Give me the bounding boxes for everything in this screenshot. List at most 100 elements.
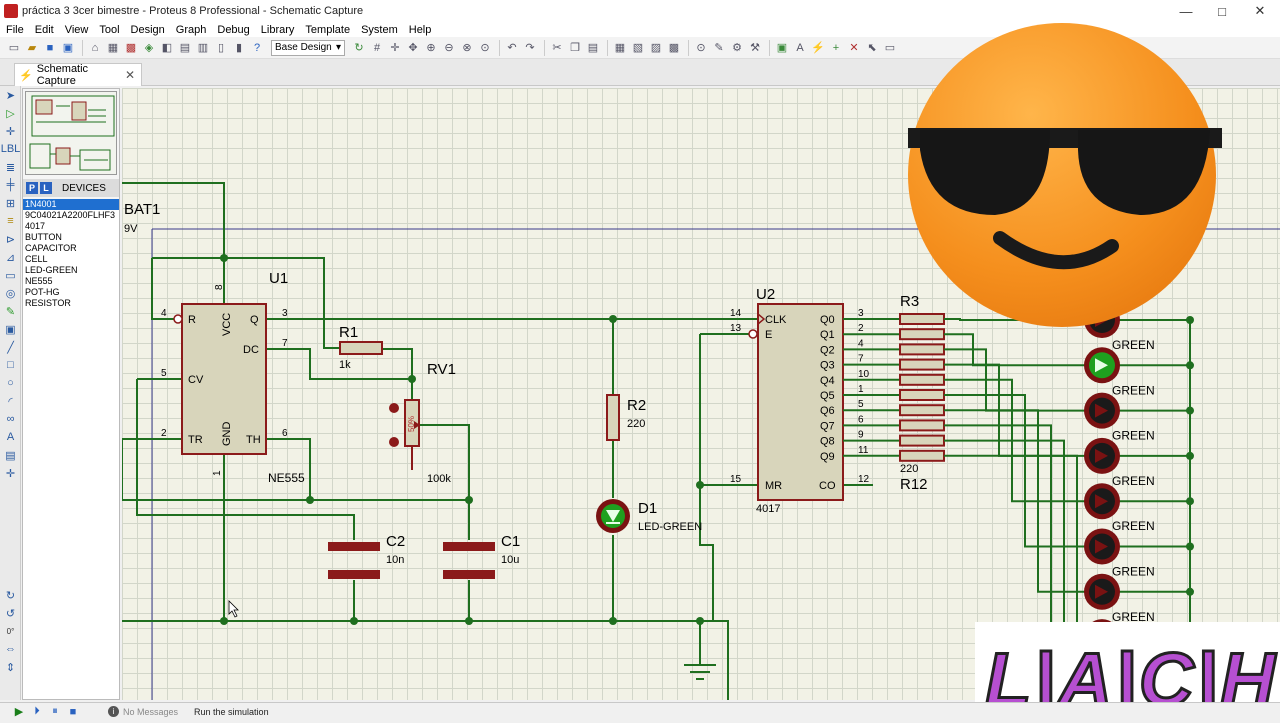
bat1-ref[interactable]: BAT1 [124,201,160,218]
messages-indicator[interactable]: i No Messages [108,706,178,717]
play-button[interactable]: ▶ [14,706,24,718]
menu-edit[interactable]: Edit [34,23,54,36]
library-manager-button[interactable]: L [40,182,52,194]
menu-graph[interactable]: Graph [175,23,207,36]
path-icon[interactable]: ∞ [6,413,15,425]
line-icon[interactable]: ╱ [7,341,14,354]
tab-schematic-capture[interactable]: ⚡ Schematic Capture ✕ [14,63,142,87]
block-copy-icon[interactable]: ▦ [614,42,626,54]
rotation-angle[interactable]: 0° [6,626,15,636]
save-all-icon[interactable]: ▣ [62,42,74,54]
block-delete-icon[interactable]: ▩ [668,42,680,54]
wire-label-icon[interactable]: LBL [0,143,21,155]
gerber-icon[interactable]: ◧ [161,42,173,54]
text-script-icon[interactable]: ≣ [5,161,16,174]
remove-sheet-icon[interactable]: ✕ [849,42,859,54]
redo-icon[interactable]: ↷ [525,42,535,54]
search-tag-icon[interactable]: A [796,41,804,54]
pick-device-icon[interactable]: ⊙ [696,42,706,54]
source-icon[interactable]: ▮ [235,42,243,54]
minimize-button[interactable]: — [1179,3,1193,19]
help-icon[interactable]: ? [253,41,261,54]
device-item[interactable]: 4017 [25,221,46,231]
device-item[interactable]: LED-GREEN [25,265,78,275]
home-icon[interactable]: ⌂ [91,41,99,54]
bank-resistor[interactable] [899,373,945,386]
schematic-canvas[interactable]: BAT1 9V U1 NE555 R Q DC CV TR TH VCC GND… [122,88,1280,700]
package-icon[interactable]: ⚙ [732,42,742,54]
cut-icon[interactable]: ✂ [552,42,562,54]
selection-mode-icon[interactable]: ➤ [5,89,16,102]
undo-icon[interactable]: ↶ [507,42,517,54]
new-sheet-icon[interactable]: + [832,41,840,54]
block-move-icon[interactable]: ▧ [632,42,644,54]
paste-icon[interactable]: ▤ [587,42,599,54]
c2-capacitor[interactable]: C2 10n [328,533,405,579]
pan-icon[interactable]: ✥ [408,42,418,54]
close-tab-icon[interactable]: ✕ [124,68,135,82]
device-item[interactable]: CAPACITOR [25,243,77,253]
instrument-icon[interactable]: ▣ [5,323,16,336]
mirror-x-icon[interactable]: ⇔ [5,643,16,655]
led-column[interactable]: GREENGREENGREENGREENGREENGREENGREENGREEN [1084,302,1194,669]
bank-resistor[interactable] [899,419,945,432]
pause-button[interactable]: ⏸ [52,705,58,717]
menu-view[interactable]: View [64,23,89,36]
bus-mode-icon[interactable]: ╪ [6,179,15,191]
origin-icon[interactable]: ✛ [390,42,400,54]
zoom-all-icon[interactable]: ⊗ [462,42,472,54]
block-rotate-icon[interactable]: ▨ [650,42,662,54]
menu-file[interactable]: File [6,23,24,36]
bank-resistor[interactable] [899,404,945,417]
box-icon[interactable]: □ [7,359,14,371]
device-item[interactable]: NE555 [25,276,53,286]
terminal-mode-icon[interactable]: ≡ [7,215,14,227]
property-tool-icon[interactable]: ⚡ [811,42,825,54]
probe-icon[interactable]: ✎ [5,305,16,318]
wire-autorouter-icon[interactable]: ▣ [776,42,788,54]
design-explorer-icon[interactable]: ▥ [197,42,209,54]
refresh-icon[interactable]: ↻ [354,42,364,54]
device-item[interactable]: POT-HG [25,287,60,297]
save-icon[interactable]: ■ [46,41,54,54]
rv1-potentiometer[interactable]: 50% RV1 100k [389,361,456,485]
rotate-ccw-icon[interactable]: ↺ [5,607,16,620]
d1-led[interactable]: D1 LED-GREEN [596,499,702,533]
subcircuit-icon[interactable]: ⊞ [5,197,16,210]
notes-icon[interactable]: ▯ [217,42,225,54]
bank-resistor[interactable] [899,434,945,447]
u2-4017[interactable]: U2 4017 CLK E MR CO 14 13 15 12 Q03Q12Q2… [730,286,900,515]
mirror-y-icon[interactable]: ⇕ [5,661,16,674]
menu-tool[interactable]: Tool [99,23,120,36]
new-file-icon[interactable]: ▭ [8,42,20,54]
graph-mode-icon[interactable]: ⊿ [5,251,16,264]
zoom-out-icon[interactable]: ⊖ [444,42,454,54]
device-item[interactable]: BUTTON [25,232,62,242]
netlist-icon[interactable]: ▭ [884,42,896,54]
r1-resistor[interactable]: R1 1k [339,324,383,371]
arc-icon[interactable]: ◜ [8,395,13,408]
generator-icon[interactable]: ◎ [5,287,16,300]
zoom-area-icon[interactable]: ⊙ [480,42,490,54]
rotate-cw-icon[interactable]: ↻ [5,589,16,602]
zoom-in-icon[interactable]: ⊕ [426,42,436,54]
symbol-icon[interactable]: ▤ [5,449,16,462]
close-button[interactable]: ✕ [1254,3,1266,18]
copy-icon[interactable]: ❐ [570,42,580,54]
device-item[interactable]: 9C04021A2200FLHF3 [25,210,116,220]
pcb-icon[interactable]: ▩ [125,42,137,54]
open-folder-icon[interactable]: ▰ [27,42,37,54]
menu-help[interactable]: Help [408,23,432,36]
tape-recorder-icon[interactable]: ▭ [5,269,16,282]
bank-resistor[interactable] [899,389,945,401]
exit-parent-icon[interactable]: ⬉ [867,42,877,54]
pick-devices-button[interactable]: P [26,182,38,194]
bank-resistor[interactable] [899,343,945,356]
device-item[interactable]: RESISTOR [25,298,71,308]
maximize-button[interactable]: □ [1218,3,1226,19]
c1-capacitor[interactable]: C1 10u [443,533,520,579]
bank-resistor[interactable] [899,358,945,371]
menu-template[interactable]: Template [305,23,351,36]
stop-button[interactable]: ■ [69,705,77,718]
make-device-icon[interactable]: ✎ [714,42,724,54]
